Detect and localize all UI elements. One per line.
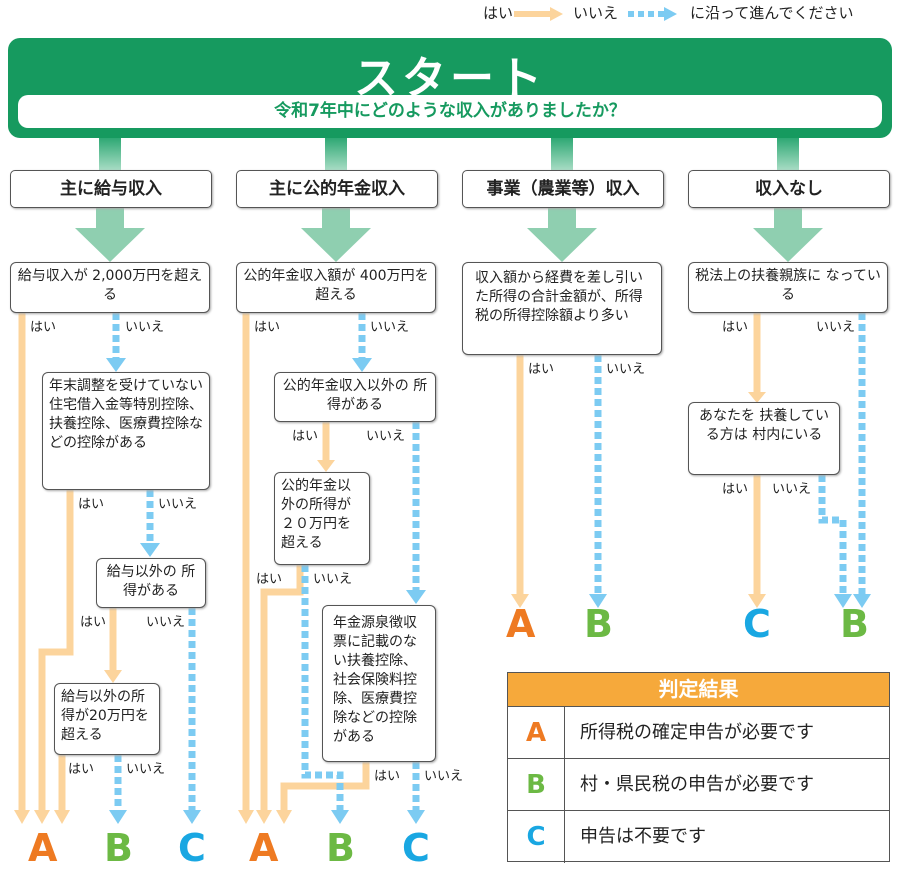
green-stems [99, 138, 799, 170]
start-question: 令和7年中にどのような収入がありましたか？ [18, 95, 882, 128]
outcome-c: C [743, 602, 771, 646]
outcome-c: C [178, 826, 206, 870]
result-text: 申告は不要です [580, 826, 706, 847]
result-row-b: B 村・県民税の申告が必要です [508, 758, 889, 811]
no-label: いいえ [125, 320, 165, 335]
no-arrowheads [106, 358, 871, 824]
category-salary: 主に給与収入 [10, 170, 212, 208]
no-label: いいえ [816, 320, 856, 335]
no-label: いいえ [366, 429, 406, 444]
legend-no-arrow-icon [628, 7, 677, 21]
no-label: いいえ [313, 572, 353, 587]
question-pension-other-over: 公的年金以外の所得が２０万円を超える [274, 472, 370, 565]
no-label: いいえ [146, 615, 186, 630]
yes-label: はい [254, 320, 281, 335]
yes-arrowheads [14, 392, 766, 824]
yes-label: はい [68, 762, 95, 777]
no-label: いいえ [772, 482, 812, 497]
outcome-a: A [249, 826, 279, 870]
no-lines [112, 313, 866, 812]
result-letter: C [508, 811, 565, 863]
yes-label: はい [80, 615, 107, 630]
legend-instruction: に沿って進んでください [690, 4, 854, 22]
question-pension-deduction: 年金源泉徴収票に記載のない扶養控除、社会保険料控除、医療費控除などの控除がある [322, 605, 436, 762]
result-row-c: C 申告は不要です [508, 810, 889, 863]
category-business: 事業（農業等）収入 [462, 170, 664, 208]
question-pension-other-income: 公的年金収入以外の 所得がある [274, 372, 436, 422]
no-label: いいえ [370, 320, 410, 335]
yes-label: はい [374, 769, 401, 784]
question-salary-other-income: 給与以外の 所得がある [96, 558, 206, 608]
question-salary-over: 給与収入が 2,000万円を超える [10, 262, 210, 313]
outcome-b: B [584, 602, 613, 646]
yes-label: はい [292, 429, 319, 444]
green-down-arrows [75, 208, 823, 262]
question-business: 収入額から経費を差し引いた所得の合計金額が、所得税の所得控除額より多い [462, 262, 662, 355]
yes-label: はい [78, 497, 105, 512]
question-supporter: あなたを 扶養している方は 村内にいる [688, 402, 840, 475]
question-salary-deduction: 年末調整を受けていない住宅借入金等特別控除、扶養控除、医療費控除などの控除がある [42, 372, 210, 490]
category-pension: 主に公的年金収入 [236, 170, 438, 208]
outcome-b: B [326, 826, 355, 870]
result-text: 所得税の確定申告が必要です [580, 722, 814, 743]
yes-label: はい [30, 320, 57, 335]
yes-label: はい [722, 320, 749, 335]
yes-label: はい [256, 572, 283, 587]
question-dependent: 税法上の扶養親族に なっている [688, 262, 888, 313]
outcome-a: A [506, 602, 536, 646]
result-row-a: A 所得税の確定申告が必要です [508, 706, 889, 759]
question-pension-over: 公的年金収入額が 400万円を超える [236, 262, 436, 313]
legend-no: いいえ [573, 4, 619, 22]
start-panel: スタート 令和7年中にどのような収入がありましたか？ [8, 38, 892, 138]
no-label: いいえ [424, 769, 464, 784]
result-title: 判定結果 [508, 673, 889, 706]
question-salary-other-over: 給与以外の所得が20万円を超える [54, 683, 160, 755]
legend-yes-arrow-icon [514, 7, 563, 21]
yes-label: はい [528, 362, 555, 377]
outcome-a: A [28, 826, 58, 870]
result-letter: A [508, 707, 565, 759]
result-letter: B [508, 759, 565, 811]
no-label: いいえ [126, 762, 166, 777]
yes-lines [18, 313, 761, 812]
outcome-c: C [402, 826, 430, 870]
outcome-b: B [104, 826, 133, 870]
yes-label: はい [722, 482, 749, 497]
category-no-income: 収入なし [688, 170, 890, 208]
result-text: 村・県民税の申告が必要です [580, 774, 814, 795]
no-label: いいえ [158, 497, 198, 512]
outcome-b: B [840, 602, 869, 646]
result-table: 判定結果 A 所得税の確定申告が必要です B 村・県民税の申告が必要です C 申… [507, 672, 890, 863]
no-label: いいえ [606, 362, 646, 377]
legend-yes: はい [483, 4, 514, 22]
